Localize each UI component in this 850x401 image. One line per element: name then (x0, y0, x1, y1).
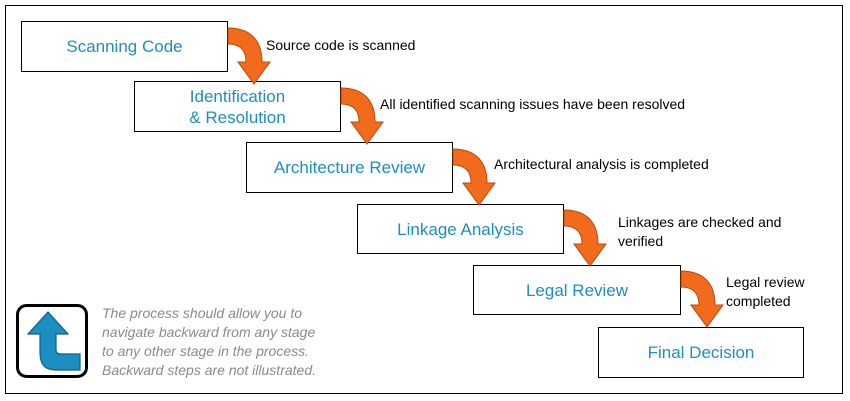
transition-caption: All identified scanning issues have been… (380, 95, 685, 114)
stage-scanning-code: Scanning Code (21, 21, 228, 72)
stage-legal-review: Legal Review (473, 265, 681, 315)
transition-caption: Linkages are checked and verified (618, 213, 781, 251)
stage-architecture-review: Architecture Review (246, 142, 453, 193)
diagram-frame (5, 5, 843, 394)
note-line: Backward steps are not illustrated. (102, 362, 316, 378)
caption-line: Legal review (726, 274, 805, 290)
caption-line: completed (726, 293, 791, 309)
back-arrow-icon (16, 304, 88, 378)
stage-label-line: Linkage Analysis (397, 219, 524, 239)
note-line: navigate backward from any stage (102, 324, 316, 340)
note-line: The process should allow you to (102, 305, 302, 321)
caption-line: Source code is scanned (266, 37, 416, 53)
backward-navigation-note: The process should allow you to navigate… (102, 304, 362, 380)
transition-caption: Architectural analysis is completed (494, 155, 709, 174)
stage-label-line: Legal Review (525, 280, 629, 300)
transition-caption: Source code is scanned (266, 36, 415, 55)
stage-final-decision: Final Decision (598, 327, 804, 378)
stage-identification-resolution: Identification & Resolution (134, 81, 341, 132)
note-line: to any other stage in the process. (102, 343, 310, 359)
stage-label-line: & Resolution (189, 107, 286, 127)
stage-linkage-analysis: Linkage Analysis (357, 204, 564, 254)
stage-label-line: Scanning Code (66, 37, 183, 56)
stage-label-line: Architecture Review (273, 158, 426, 177)
transition-caption: Legal review completed (726, 273, 805, 311)
caption-line: Architectural analysis is completed (494, 156, 709, 172)
caption-line: All identified scanning issues have been… (380, 96, 686, 112)
stage-label-line: Final Decision (647, 343, 755, 362)
caption-line: Linkages are checked and (618, 214, 782, 230)
stage-label-line: Identification (189, 86, 286, 106)
caption-line: verified (618, 233, 664, 249)
